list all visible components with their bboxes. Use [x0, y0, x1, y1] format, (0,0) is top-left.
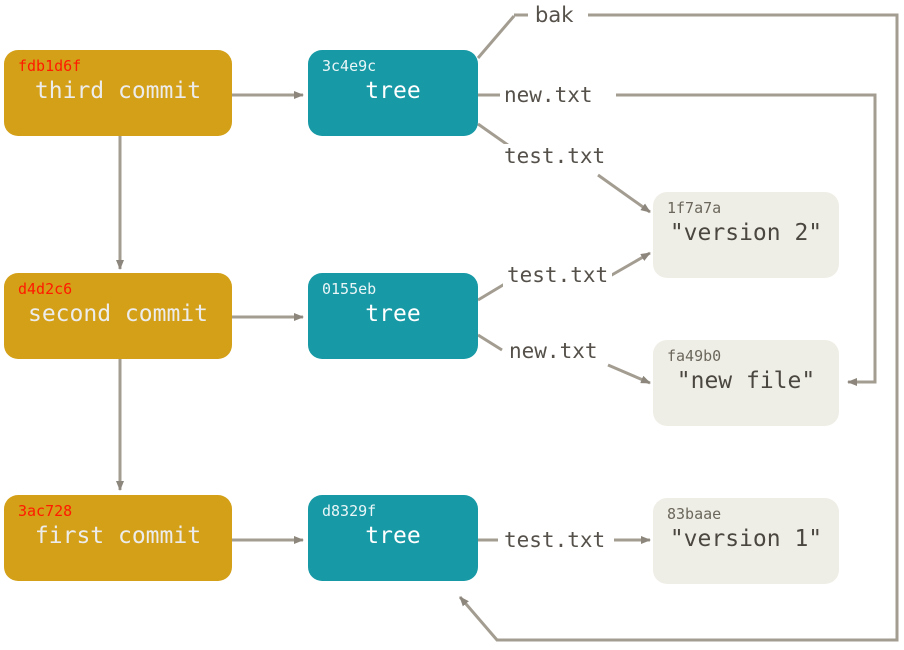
edge-label-newtxt-mid: new.txt — [505, 339, 602, 363]
commit-node-third[interactable]: fdb1d6f third commit — [4, 50, 232, 136]
blob-node-fa49b0[interactable]: fa49b0 "new file" — [653, 340, 839, 426]
edge-label-newtxt-top: new.txt — [500, 83, 597, 107]
blob-hash-fa49b0: fa49b0 — [667, 347, 722, 365]
edge-label-testtxt-top: test.txt — [500, 144, 610, 168]
edge-testtxt-mid-arrow — [609, 251, 651, 278]
tree-label-d8329f: tree — [365, 523, 421, 549]
commit-hash-first: 3ac728 — [18, 502, 73, 520]
tree-hash-0155eb: 0155eb — [322, 280, 377, 298]
tree-hash-3c4e9c: 3c4e9c — [322, 57, 377, 75]
edge-label-bak: bak — [531, 3, 578, 27]
blob-hash-1f7a7a: 1f7a7a — [667, 199, 722, 217]
edge-newtxt-mid-arrow — [607, 363, 651, 385]
commit-node-first[interactable]: 3ac728 first commit — [4, 495, 232, 581]
edge-bak-stub — [476, 15, 516, 59]
edge-label-testtxt-mid: test.txt — [503, 263, 613, 287]
tree-label-0155eb: tree — [365, 301, 421, 327]
blob-label-fa49b0: "new file" — [676, 368, 816, 394]
tree-label-3c4e9c: tree — [365, 78, 421, 104]
edge-newtxt-mid-stub — [477, 333, 503, 352]
commit-hash-second: d4d2c6 — [18, 280, 73, 298]
tree-node-3c4e9c[interactable]: 3c4e9c tree — [308, 50, 478, 136]
edge-label-testtxt-bot: test.txt — [500, 528, 610, 552]
blob-node-1f7a7a[interactable]: 1f7a7a "version 2" — [653, 192, 839, 278]
commit-label-third: third commit — [34, 78, 202, 104]
blob-label-83baae: "version 1" — [669, 526, 823, 552]
commit-hash-third: fdb1d6f — [18, 57, 82, 75]
commit-label-second: second commit — [27, 301, 208, 327]
blob-node-83baae[interactable]: 83baae "version 1" — [653, 498, 839, 584]
tree-hash-d8329f: d8329f — [322, 502, 377, 520]
commit-label-first: first commit — [34, 523, 202, 549]
tree-node-0155eb[interactable]: 0155eb tree — [308, 273, 478, 359]
blob-label-1f7a7a: "version 2" — [669, 220, 823, 246]
commit-node-second[interactable]: d4d2c6 second commit — [4, 273, 232, 359]
tree-node-d8329f[interactable]: d8329f tree — [308, 495, 478, 581]
blob-hash-83baae: 83baae — [667, 505, 722, 523]
edge-testtxt-top-arrow — [597, 173, 651, 214]
